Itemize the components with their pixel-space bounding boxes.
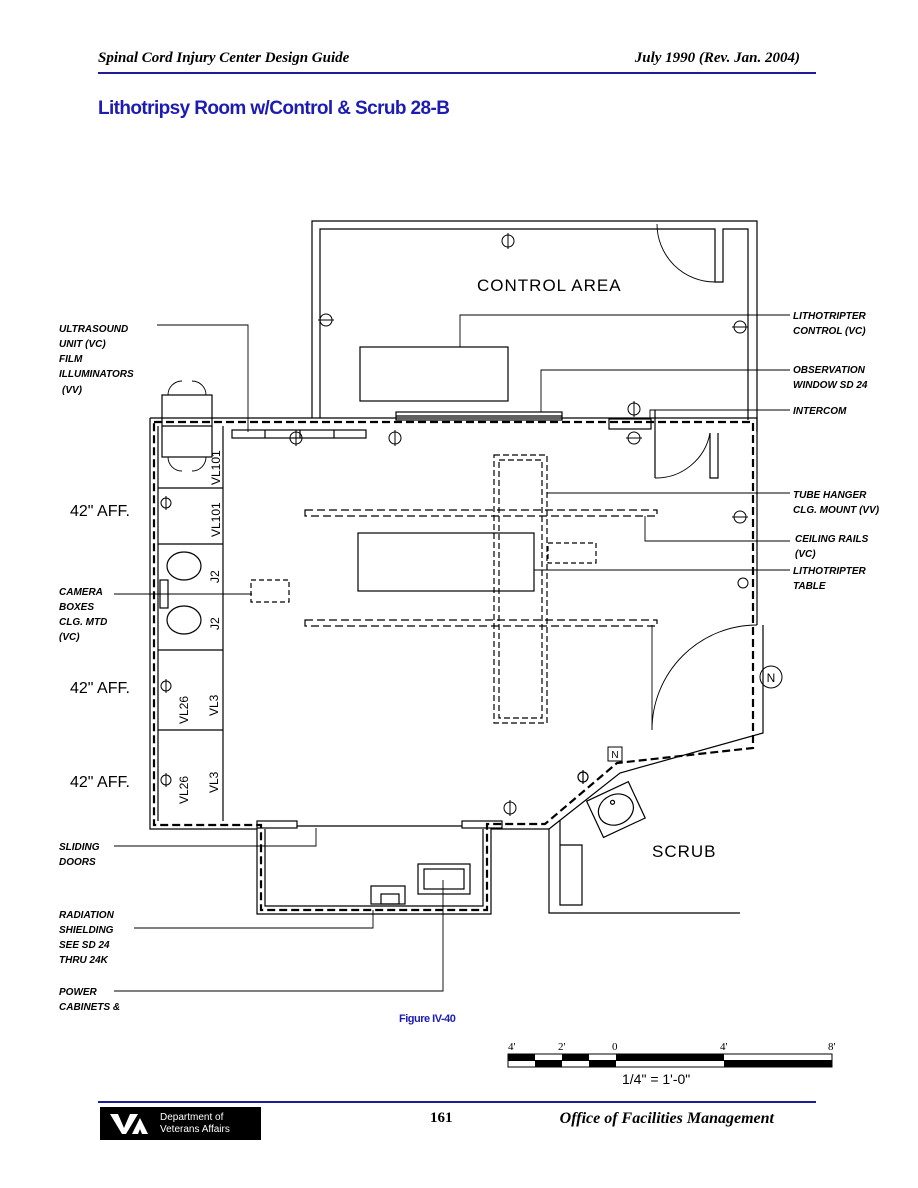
north-marker-icon: N: [759, 665, 783, 689]
svg-text:CAMERA: CAMERA: [59, 587, 103, 598]
svg-text:RADIATION: RADIATION: [59, 910, 115, 921]
nurse-call-label: N: [611, 750, 618, 761]
callout-ultrasound: ULTRASOUND UNIT (VC) FILM ILLUMINATORS (…: [59, 324, 134, 396]
va-logo: Department of Veterans Affairs: [100, 1107, 261, 1140]
casework-label: VL3: [207, 771, 221, 793]
svg-text:CLG. MTD: CLG. MTD: [59, 617, 107, 628]
room-scrub: SCRUB: [652, 842, 717, 861]
scale-tick: 4': [508, 1041, 516, 1053]
svg-text:CLG. MOUNT (VV): CLG. MOUNT (VV): [793, 505, 880, 516]
footer-office: Office of Facilities Management: [559, 1110, 774, 1127]
logo-line-1: Department of: [160, 1112, 224, 1123]
callout-intercom: INTERCOM: [793, 406, 847, 417]
svg-text:BOXES: BOXES: [59, 602, 94, 613]
casework-label: VL3: [207, 694, 221, 716]
scale-bar: 4' 2' 0 4' 8' 1/4" = 1'-0": [507, 1041, 836, 1087]
header-rule: [98, 72, 816, 74]
scale-tick: 4': [720, 1041, 728, 1053]
aff-label-2: 42" AFF.: [70, 680, 130, 697]
callout-radiation: RADIATION SHIELDING SEE SD 24 THRU 24K: [59, 910, 115, 966]
scale-tick: 0: [612, 1041, 618, 1053]
casework-label: J2: [208, 617, 222, 630]
header-guide-title: Spinal Cord Injury Center Design Guide: [98, 50, 350, 66]
header-date: July 1990 (Rev. Jan. 2004): [634, 50, 800, 66]
callout-tube-hanger: TUBE HANGER CLG. MOUNT (VV): [793, 490, 880, 516]
callout-ceiling-rails: CEILING RAILS (VC): [795, 534, 869, 560]
svg-text:CABINETS &: CABINETS &: [59, 1002, 120, 1013]
outlet-icon: [501, 233, 515, 249]
svg-text:(VV): (VV): [62, 385, 83, 396]
svg-text:WINDOW SD 24: WINDOW SD 24: [793, 380, 868, 391]
scale-tick: 2': [558, 1041, 566, 1053]
casework-label: J2: [208, 570, 222, 583]
svg-text:CONTROL (VC): CONTROL (VC): [793, 326, 866, 337]
casework-label: VL26: [177, 696, 191, 724]
callout-power: POWER CABINETS &: [59, 987, 120, 1013]
scale-tick: 8': [828, 1041, 836, 1053]
svg-text:INTERCOM: INTERCOM: [793, 406, 847, 417]
room-control-area: CONTROL AREA: [477, 276, 622, 295]
scale-caption: 1/4" = 1'-0": [622, 1071, 690, 1087]
svg-text:LITHOTRIPTER: LITHOTRIPTER: [793, 311, 867, 322]
svg-text:ULTRASOUND: ULTRASOUND: [59, 324, 128, 335]
casework-label: VL26: [177, 776, 191, 804]
svg-text:LITHOTRIPTER: LITHOTRIPTER: [793, 566, 867, 577]
svg-text:SLIDING: SLIDING: [59, 842, 100, 853]
svg-text:UNIT (VC): UNIT (VC): [59, 339, 106, 350]
callout-observation: OBSERVATION WINDOW SD 24: [793, 365, 868, 391]
casework-label: VL101: [209, 502, 223, 537]
svg-text:POWER: POWER: [59, 987, 98, 998]
callout-litho-control: LITHOTRIPTER CONTROL (VC): [793, 311, 867, 337]
footer-rule: [98, 1101, 816, 1103]
svg-text:TUBE HANGER: TUBE HANGER: [793, 490, 867, 501]
svg-text:TABLE: TABLE: [793, 581, 826, 592]
svg-text:OBSERVATION: OBSERVATION: [793, 365, 866, 376]
aff-label-1: 42" AFF.: [70, 503, 130, 520]
casework-label: VL101: [209, 450, 223, 485]
svg-text:SEE SD 24: SEE SD 24: [59, 940, 110, 951]
svg-text:CEILING RAILS: CEILING RAILS: [795, 534, 869, 545]
callout-sliding-doors: SLIDING DOORS: [59, 842, 100, 868]
svg-text:(VC): (VC): [795, 549, 816, 560]
svg-text:THRU 24K: THRU 24K: [59, 955, 109, 966]
figure-caption: Figure IV-40: [399, 1013, 456, 1025]
logo-line-2: Veterans Affairs: [160, 1124, 230, 1135]
svg-text:SHIELDING: SHIELDING: [59, 925, 114, 936]
callout-litho-table: LITHOTRIPTER TABLE: [793, 566, 867, 592]
svg-text:ILLUMINATORS: ILLUMINATORS: [59, 369, 134, 380]
svg-text:DOORS: DOORS: [59, 857, 96, 868]
callout-camera: CAMERA BOXES CLG. MTD (VC): [59, 587, 107, 643]
svg-text:FILM: FILM: [59, 354, 83, 365]
svg-text:(VC): (VC): [59, 632, 80, 643]
page-number: 161: [430, 1110, 453, 1126]
nurse-call-icon: [607, 746, 623, 762]
va-logo-icon: [110, 1114, 148, 1134]
aff-label-3: 42" AFF.: [70, 774, 130, 791]
north-marker-label: N: [767, 671, 776, 685]
page-title: Lithotripsy Room w/Control & Scrub 28-B: [98, 98, 450, 119]
